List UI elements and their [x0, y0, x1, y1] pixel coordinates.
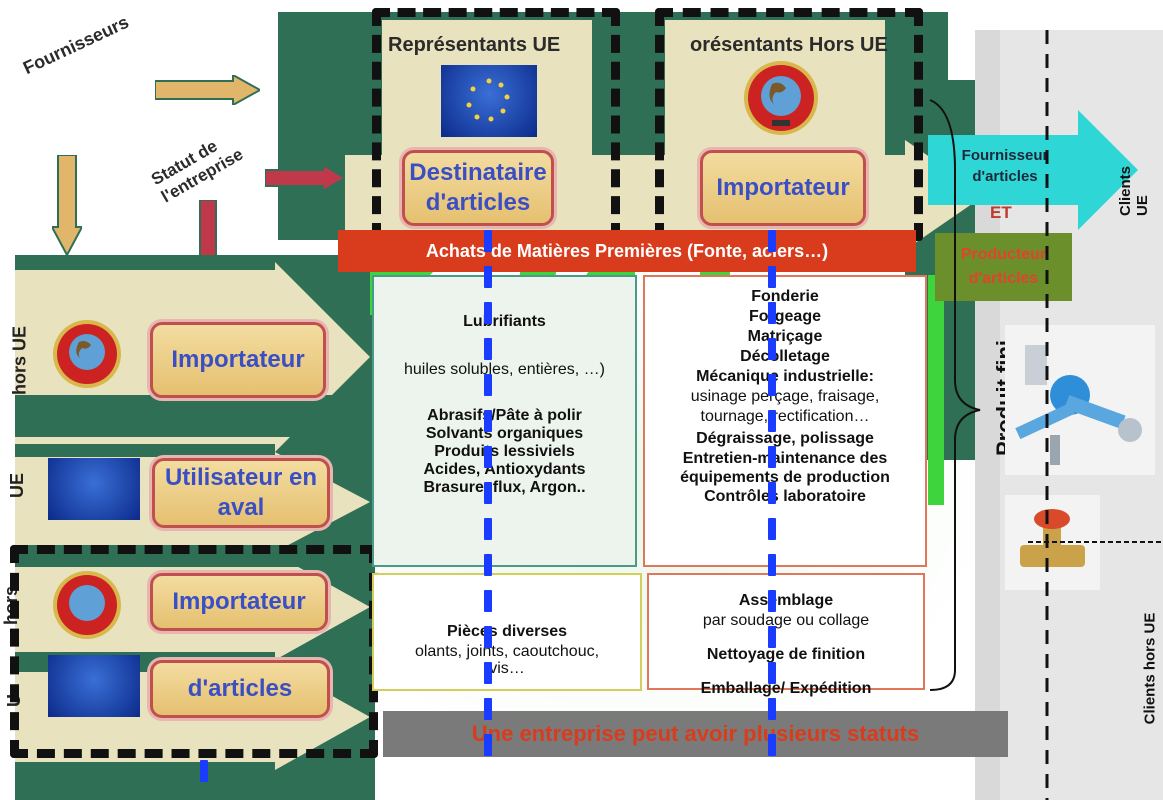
machine-image — [1005, 325, 1155, 475]
statut-label: Statut de l'entreprise — [148, 136, 247, 207]
utilisateur-aval-button[interactable]: Utilisateur en aval — [152, 458, 330, 528]
importateur-button-2[interactable]: Importateur — [150, 573, 328, 631]
importateur-top-button[interactable]: Importateur — [700, 150, 866, 226]
list-item: Solvants organiques — [425, 425, 584, 442]
box-title: Pièces diverses — [446, 623, 568, 640]
list-item: Fonderie — [751, 288, 819, 305]
producteur-box: Producteur d'articles — [935, 233, 1072, 301]
list-item: par soudage ou collage — [702, 612, 870, 629]
eu-flag-icon — [48, 655, 140, 717]
list-item: Produits lessiviels — [434, 443, 575, 460]
dashed-outline-hors-ue — [655, 8, 923, 241]
box-parts: Pièces diverses olants, joints, caoutcho… — [372, 573, 642, 691]
list-item: Entretien-maintenance des équipements de… — [680, 450, 890, 486]
list-item: Décolletage — [740, 348, 830, 365]
eu-flag-icon — [441, 65, 537, 137]
rep-ue-title: Représentants UE — [388, 34, 561, 56]
fournisseurs-label: Fournisseurs — [20, 11, 132, 79]
globe-icon — [52, 318, 122, 394]
list-item: Brasure, flux, Argon.. — [423, 479, 586, 496]
list-item: Abrasifs/Pâte à polir — [427, 407, 582, 424]
arrow-down-tan — [52, 155, 82, 255]
footer-bar: Une entreprise peut avoir plusieurs stat… — [383, 711, 1008, 757]
globe-icon — [742, 58, 820, 142]
arrow-right-red — [265, 165, 345, 191]
row-side-label: UE — [7, 472, 28, 499]
list-item: Contrôles laboratoire — [704, 488, 866, 505]
row-side-label: hors UE — [9, 326, 30, 396]
destinataire-button[interactable]: Destinataire d'articles — [402, 150, 554, 226]
box-subtitle: olants, joints, caoutchouc, vis… — [414, 643, 600, 677]
blue-dashed-line-3 — [200, 760, 208, 796]
et-label: ET — [990, 203, 1012, 222]
list-item: huiles solubles, entières, …) — [404, 361, 605, 378]
list-item: Mécanique industrielle: — [696, 368, 874, 385]
fournisseur-articles-label: Fournisseur d'articles — [961, 147, 1049, 185]
dashed-lines-right — [929, 30, 1163, 800]
achats-bar: Achats de Matières Premières (Fonte, aci… — [338, 230, 916, 272]
importateur-button[interactable]: Importateur — [150, 322, 326, 398]
box-operations: Fonderie Forgeage Matriçage Décolletage … — [643, 275, 927, 567]
dashed-outline-ue — [372, 8, 620, 241]
list-item: Forgeage — [748, 308, 821, 325]
list-item: Nettoyage de finition — [706, 646, 866, 663]
box-title: Lubrifiants — [463, 313, 546, 330]
list-item: Assemblage — [738, 592, 834, 609]
left-green-bar-1 — [15, 395, 375, 437]
list-item: Emballage/ Expédition — [700, 680, 872, 697]
footer-label: Une entreprise peut avoir plusieurs stat… — [471, 721, 920, 746]
box-assembly: Assemblage par soudage ou collage Nettoy… — [647, 573, 925, 697]
eu-flag-icon — [48, 458, 140, 520]
list-item: Acides, Antioxydants — [423, 461, 586, 478]
arrow-right-tan — [155, 75, 260, 105]
box-consumables: Lubrifiants huiles solubles, entières, …… — [372, 275, 637, 567]
blue-dashed-line-2 — [768, 230, 776, 770]
blue-dashed-line-1 — [484, 230, 492, 770]
list-item: usinage perçage, fraisage, tournage, rec… — [690, 388, 880, 425]
rep-hors-ue-title: orésentants Hors UE — [690, 34, 888, 56]
dashed-outline-left — [10, 545, 378, 758]
list-item: Dégraissage, polissage — [696, 430, 874, 447]
globe-icon — [52, 570, 122, 640]
destinataire-button-2[interactable]: d'articles — [150, 660, 330, 718]
achats-label: Achats de Matières Premières (Fonte, aci… — [425, 240, 829, 261]
list-item: Matriçage — [747, 328, 823, 345]
cyan-arrow — [928, 110, 1138, 230]
